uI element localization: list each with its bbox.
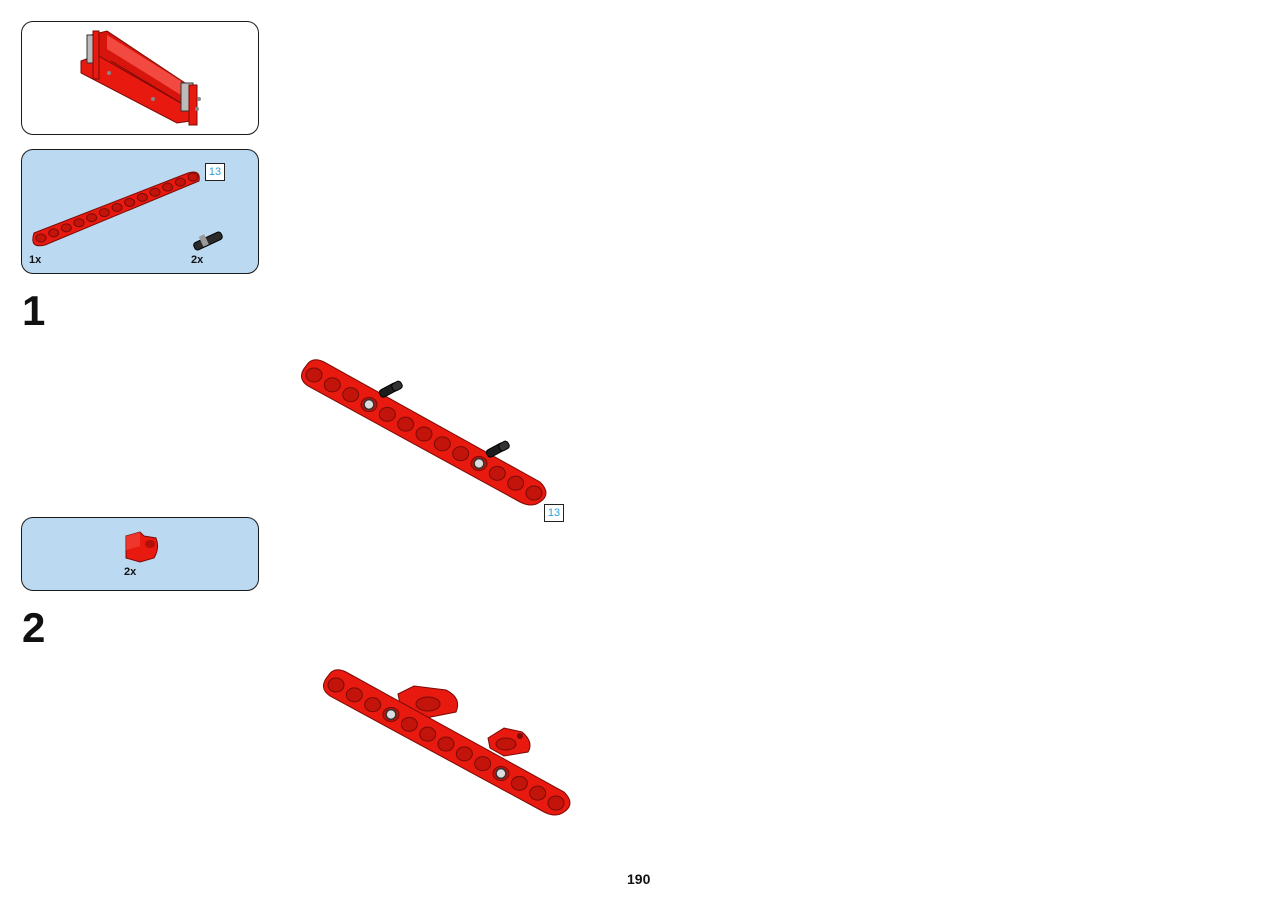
beam-hole bbox=[149, 187, 161, 197]
beam-13-part-image bbox=[32, 171, 223, 251]
beam-hole bbox=[529, 785, 547, 801]
pin-end bbox=[385, 708, 397, 721]
beam-hole bbox=[488, 465, 506, 481]
beam-hole bbox=[86, 213, 98, 223]
beam-hole bbox=[124, 197, 136, 207]
beam-hole bbox=[525, 485, 543, 501]
pin-black-2 bbox=[485, 440, 510, 458]
beam-hole bbox=[162, 182, 174, 192]
beam-hole bbox=[452, 446, 470, 462]
beam-hole bbox=[397, 416, 415, 432]
beam-hole bbox=[345, 687, 363, 703]
submodel-preview-image bbox=[80, 30, 201, 126]
beam-hole bbox=[60, 223, 72, 233]
beam-hole bbox=[98, 208, 110, 218]
step-number-2: 2 bbox=[22, 604, 46, 651]
page-number: 190 bbox=[627, 871, 651, 887]
beam-hole bbox=[437, 736, 455, 752]
pin-end bbox=[473, 457, 485, 470]
pin-part-image bbox=[193, 231, 223, 251]
angle-connector-part-image bbox=[125, 531, 159, 563]
beam-hole bbox=[364, 697, 382, 713]
beam-hole bbox=[455, 746, 473, 762]
beam-hole bbox=[415, 426, 433, 442]
beam-hole bbox=[323, 377, 341, 393]
beam-hole bbox=[48, 228, 60, 238]
beam-hole bbox=[73, 218, 85, 228]
angle-connector-2 bbox=[487, 727, 531, 757]
step-1-beam-length-tag: 13 bbox=[544, 504, 564, 522]
beam-hole bbox=[474, 756, 492, 772]
beam-hole bbox=[510, 775, 528, 791]
beam-hole bbox=[187, 172, 199, 182]
beam-hole bbox=[305, 367, 323, 383]
beam-hole bbox=[419, 726, 437, 742]
pin-end bbox=[363, 398, 375, 411]
connector-quantity-label: 2x bbox=[124, 566, 137, 578]
beam-hole bbox=[111, 203, 123, 212]
beam-hole bbox=[400, 716, 418, 732]
beam-quantity-label: 1x bbox=[29, 254, 42, 266]
pin-quantity-label: 2x bbox=[191, 254, 204, 266]
beam-length-tag: 13 bbox=[205, 163, 225, 181]
beam-hole bbox=[174, 177, 186, 187]
beam-hole bbox=[342, 387, 360, 403]
beam-hole bbox=[507, 475, 525, 491]
pin-black-1 bbox=[378, 380, 403, 398]
beam-hole bbox=[378, 406, 396, 422]
beam-hole bbox=[35, 233, 47, 243]
pin-end bbox=[495, 767, 507, 780]
step-number-1: 1 bbox=[22, 287, 46, 334]
beam-hole bbox=[547, 795, 565, 811]
beam-hole bbox=[327, 677, 345, 693]
beam-hole bbox=[136, 192, 148, 202]
beam-hole bbox=[433, 436, 451, 452]
